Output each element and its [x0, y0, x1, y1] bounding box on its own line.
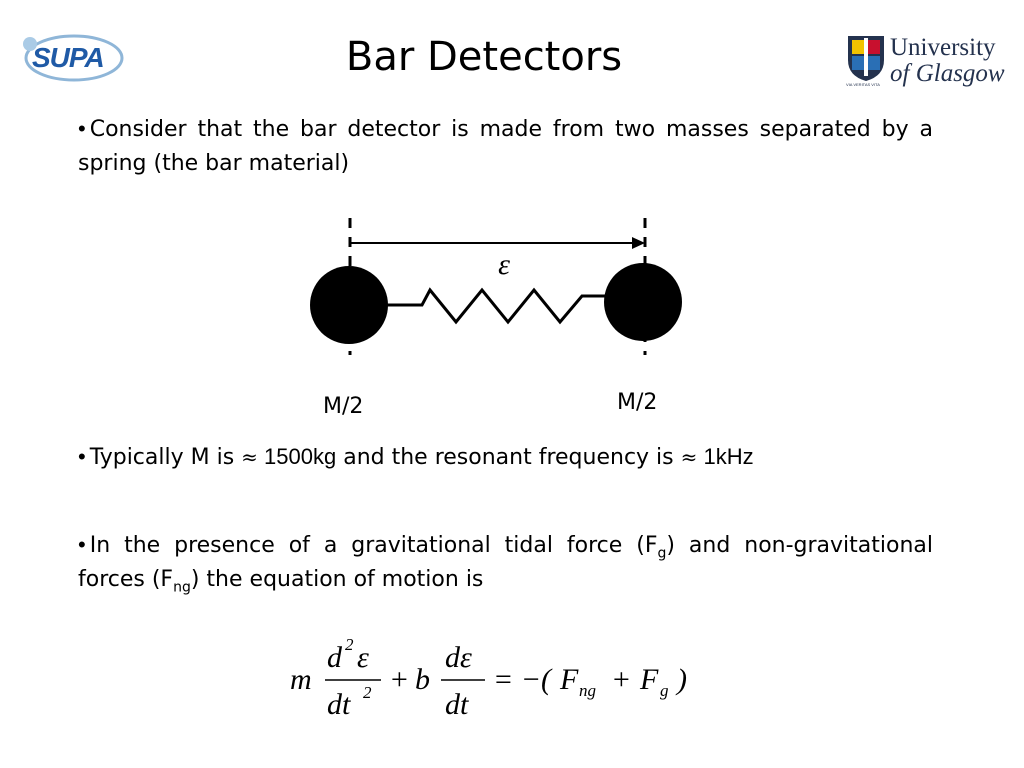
bullet-dot: • [78, 532, 86, 557]
mass-spring-drawing: ε [310, 218, 682, 355]
right-mass [604, 263, 682, 341]
eq-equals-minus: = −( [493, 663, 553, 696]
eq-den2: dt [445, 688, 469, 721]
arrow-head-icon [632, 237, 645, 249]
eq-plus-2: + [611, 663, 631, 696]
eq-num2: dε [445, 641, 472, 674]
eq-b: b [415, 663, 430, 696]
eq-F2: F [639, 663, 659, 696]
supa-swoosh-icon [23, 34, 124, 82]
subscript-g: g [657, 545, 667, 562]
eq-num1-d: d [327, 641, 343, 674]
university-logo-line1: University [890, 34, 996, 61]
supa-logo: SUPA [20, 28, 124, 88]
bullet-paragraph-3: •In the presence of a gravitational tida… [78, 528, 933, 597]
eq-plus-1: + [389, 663, 409, 696]
bullet-3-text-b: ) and non-gravitational forces (F [78, 533, 933, 592]
frequency-value: 1kHz [697, 444, 754, 469]
eq-sub-ng: ng [579, 681, 596, 700]
bullet-paragraph-2: •Typically M is ≈ 1500kg and the resonan… [78, 440, 933, 475]
mass-label-left: M/2 [323, 394, 364, 419]
university-logo: University of Glasgow VIA VERITAS VITA [846, 34, 1016, 94]
university-logo-line2: of Glasgow [890, 60, 1005, 87]
bullet-dot: • [78, 444, 86, 469]
mass-value: 1500kg [257, 444, 337, 469]
eq-m: m [290, 663, 312, 696]
university-crest-icon [848, 36, 884, 81]
spring-zigzag [387, 287, 606, 325]
eq-num1-eps: ε [357, 641, 369, 674]
equation-of-motion: m d 2 ε dt 2 + b dε dt = −( F ng + F g ) [285, 632, 715, 732]
page-title: Bar Detectors [345, 34, 623, 80]
approx-symbol: ≈ [680, 445, 698, 469]
mass-spring-diagram: ε M/2 M/2 [300, 210, 700, 425]
bullet-3-text-c: ) the equation of motion is [190, 567, 484, 592]
epsilon-label: ε [498, 248, 510, 281]
equation-graphic: m d 2 ε dt 2 + b dε dt = −( F ng + F g ) [290, 635, 687, 721]
bullet-2-text-b: and the resonant frequency is [336, 445, 681, 470]
eq-sup2-num: 2 [345, 635, 354, 654]
bullet-3-text-a: In the presence of a gravitational tidal… [89, 533, 658, 558]
approx-symbol: ≈ [241, 445, 258, 469]
bullet-1-text: Consider that the bar detector is made f… [78, 117, 933, 176]
eq-sub-g: g [660, 681, 669, 700]
bullet-2-text-a: Typically M is [89, 445, 242, 470]
eq-close-paren: ) [675, 663, 687, 696]
subscript-ng: ng [173, 579, 191, 596]
left-mass [310, 266, 388, 344]
mass-label-right: M/2 [617, 390, 658, 415]
bullet-paragraph-1: •Consider that the bar detector is made … [78, 112, 933, 181]
university-motto: VIA VERITAS VITA [846, 82, 880, 87]
eq-sup2-den: 2 [363, 683, 372, 702]
supa-logo-text: SUPA [32, 42, 105, 73]
bullet-dot: • [78, 116, 86, 141]
eq-F1: F [559, 663, 579, 696]
eq-den1: dt [327, 688, 351, 721]
